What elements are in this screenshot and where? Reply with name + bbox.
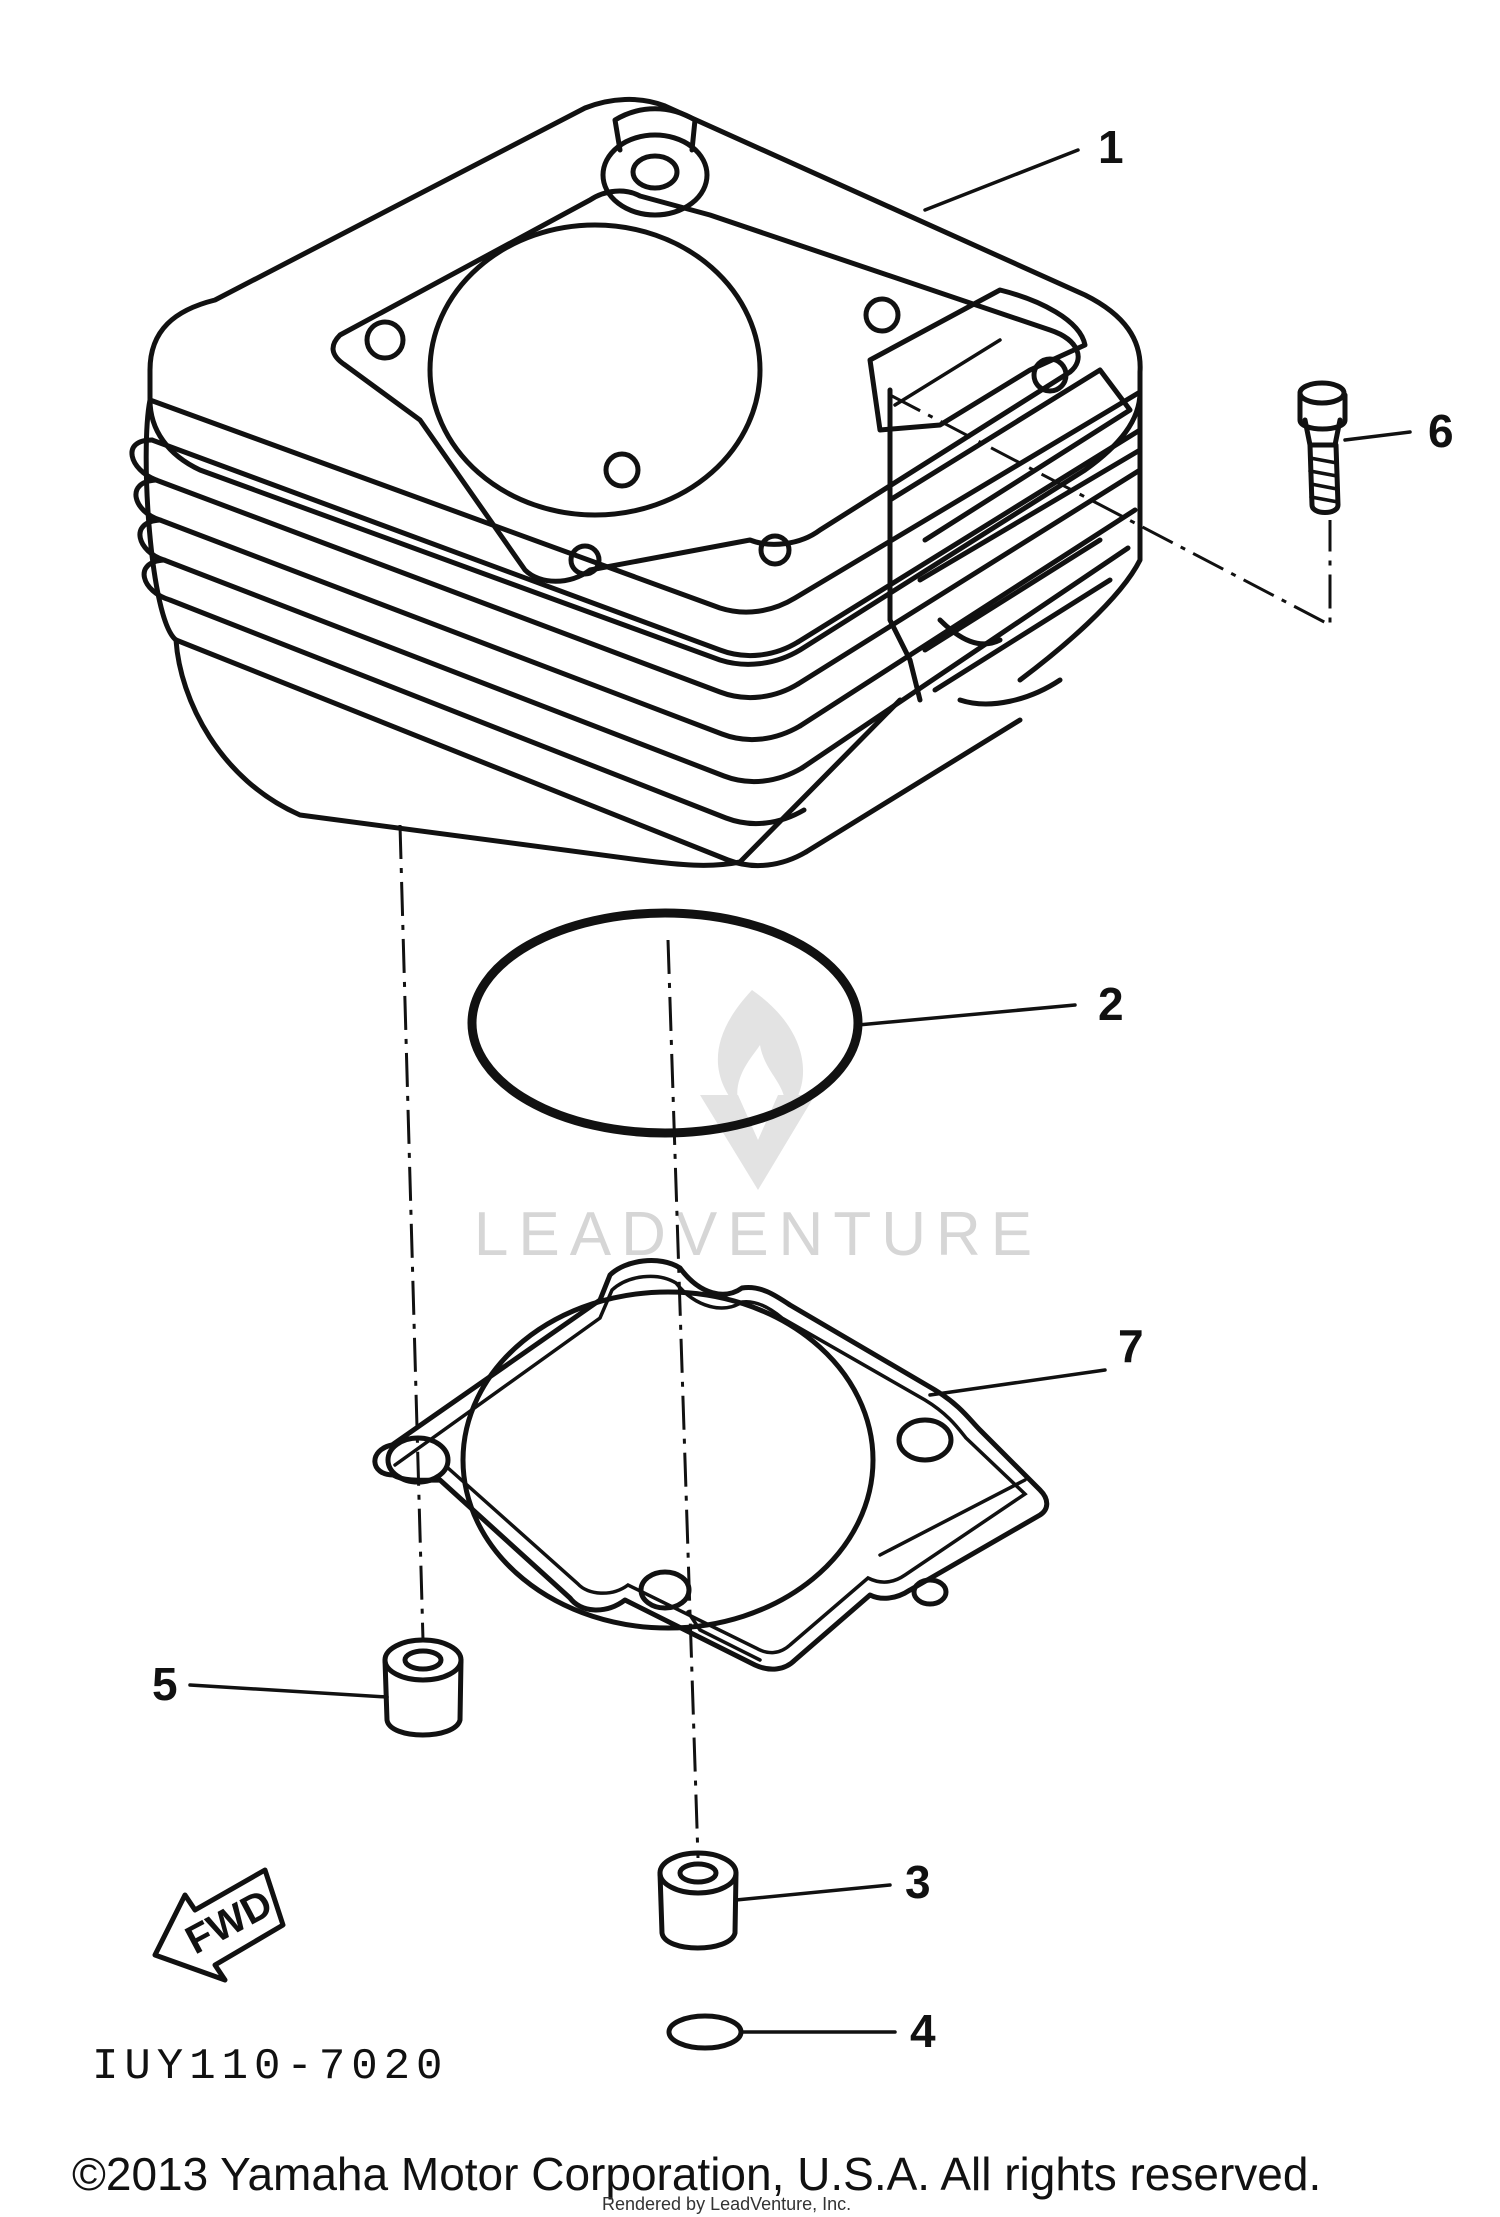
forward-direction-arrow: FWD	[152, 1867, 286, 1983]
watermark-flame-icon	[717, 990, 804, 1115]
callout-1: 1	[1098, 121, 1124, 173]
callout-2: 2	[1098, 978, 1124, 1030]
callout-7: 7	[1118, 1320, 1144, 1372]
part-small-o-ring[interactable]	[666, 2013, 744, 2051]
part-dowel-pin-left[interactable]	[382, 1637, 464, 1738]
callout-3: 3	[905, 1856, 931, 1908]
small-print: Rendered by LeadVenture, Inc.	[602, 2194, 851, 2214]
callout-4: 4	[910, 2005, 936, 2057]
callout-5: 5	[152, 1658, 178, 1710]
part-bolt[interactable]	[1297, 380, 1348, 515]
callout-6: 6	[1428, 405, 1454, 457]
watermark-text: LEADVENTURE	[474, 1200, 1042, 1269]
copyright-notice: ©2013 Yamaha Motor Corporation, U.S.A. A…	[72, 2148, 1321, 2200]
fwd-label: FWD	[179, 1881, 280, 1963]
part-o-ring[interactable]	[467, 908, 863, 1138]
part-base-gasket[interactable]	[372, 1258, 1050, 1672]
watermark: LEADVENTURE	[474, 990, 1042, 1269]
part-dowel-pin-center[interactable]	[657, 1850, 739, 1951]
watermark-v-icon	[700, 1095, 815, 1190]
alignment-lines	[398, 393, 1332, 1859]
diagram-code: IUY110-7020	[92, 2042, 448, 2092]
leader-lines	[188, 148, 1412, 2034]
part-cylinder[interactable]	[129, 97, 1143, 869]
